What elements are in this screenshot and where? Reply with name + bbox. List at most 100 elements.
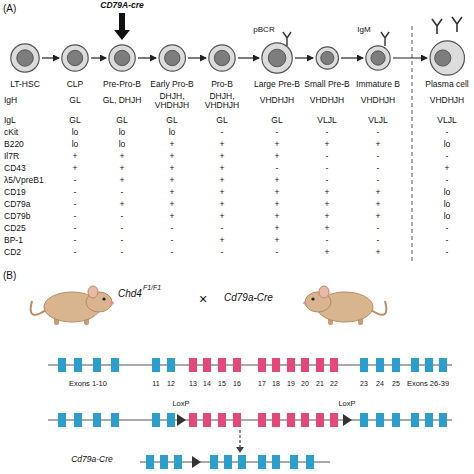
cell-nucleus bbox=[434, 50, 450, 66]
marker-name: IgL bbox=[4, 116, 16, 125]
annotation-label: (A) bbox=[3, 3, 16, 14]
gene-label: 22 bbox=[330, 380, 338, 388]
exon-box bbox=[306, 455, 314, 469]
table-cell: + bbox=[220, 236, 225, 245]
table-cell: + bbox=[170, 164, 175, 173]
cell-shape bbox=[108, 44, 136, 72]
gene-label: 15 bbox=[218, 380, 226, 388]
exon-box bbox=[146, 455, 154, 469]
cell-node: Immature B bbox=[356, 45, 400, 89]
table-cell: + bbox=[170, 140, 175, 149]
table-cell: - bbox=[446, 236, 449, 245]
table-cell: - bbox=[326, 128, 329, 137]
gene-label: (B) bbox=[3, 270, 16, 281]
marker-name: CD79b bbox=[4, 212, 30, 221]
cell-shape bbox=[365, 45, 391, 71]
stage-arrow bbox=[393, 57, 427, 58]
exon-box bbox=[287, 358, 295, 372]
marker-name: B220 bbox=[4, 140, 24, 149]
table-cell: GL bbox=[116, 116, 127, 125]
cell-node: CLP bbox=[61, 44, 89, 89]
igm-receptor bbox=[381, 32, 389, 46]
table-cell: - bbox=[74, 188, 77, 197]
table-cell: - bbox=[121, 224, 124, 233]
stage-arrow bbox=[188, 57, 206, 58]
table-cell: + bbox=[325, 248, 330, 257]
table-cell: - bbox=[446, 152, 449, 161]
table-cell: - bbox=[74, 224, 77, 233]
gene-label: Exons 26-39 bbox=[407, 380, 449, 388]
table-cell: + bbox=[376, 248, 381, 257]
table-cell: GL bbox=[216, 116, 227, 125]
exon-box bbox=[376, 413, 384, 427]
cell-membrane bbox=[366, 46, 390, 70]
exon-box bbox=[58, 413, 66, 427]
table-cell: + bbox=[376, 212, 381, 221]
gene-label: 16 bbox=[233, 380, 241, 388]
cell-nucleus bbox=[114, 50, 129, 65]
exon-box bbox=[189, 358, 197, 372]
stage-label: Small Pre-B bbox=[304, 80, 349, 89]
cell-node: LT-HSC bbox=[10, 43, 40, 89]
cell-node: Large Pre-B bbox=[254, 42, 300, 89]
table-cell: + bbox=[445, 164, 450, 173]
exon-box bbox=[224, 455, 232, 469]
gene-label: 19 bbox=[287, 380, 295, 388]
exon-box bbox=[167, 413, 175, 427]
exon-box bbox=[360, 358, 368, 372]
exon-box bbox=[218, 413, 226, 427]
table-cell: + bbox=[325, 212, 330, 221]
table-cell: + bbox=[325, 200, 330, 209]
stage-arrow bbox=[42, 57, 59, 58]
table-cell: lo bbox=[444, 188, 451, 197]
gene-label: 21 bbox=[316, 380, 324, 388]
gene-label: 13 bbox=[189, 380, 197, 388]
pre-bcr-receptor bbox=[283, 32, 291, 46]
exon-box bbox=[330, 413, 338, 427]
loxp-site bbox=[177, 414, 186, 426]
table-cell: - bbox=[171, 224, 174, 233]
cell-membrane bbox=[209, 45, 235, 71]
gene-line bbox=[140, 461, 330, 462]
table-cell: - bbox=[121, 188, 124, 197]
table-cell: - bbox=[221, 128, 224, 137]
table-cell: - bbox=[377, 236, 380, 245]
table-cell: + bbox=[275, 176, 280, 185]
table-cell: - bbox=[276, 164, 279, 173]
annotation-label: IgM bbox=[357, 26, 370, 35]
table-cell: + bbox=[376, 200, 381, 209]
table-cell: - bbox=[276, 128, 279, 137]
exon-box bbox=[238, 455, 246, 469]
gene-label: 18 bbox=[272, 380, 280, 388]
table-cell: - bbox=[446, 128, 449, 137]
cell-nucleus bbox=[67, 50, 82, 65]
table-cell: - bbox=[446, 224, 449, 233]
cell-shape bbox=[315, 46, 339, 70]
table-cell: - bbox=[276, 248, 279, 257]
table-cell: lo bbox=[119, 128, 126, 137]
exon-box bbox=[287, 413, 295, 427]
exon-box bbox=[160, 455, 168, 469]
cell-membrane bbox=[62, 45, 88, 71]
exon-box bbox=[203, 413, 211, 427]
table-cell: - bbox=[326, 152, 329, 161]
exon-box bbox=[152, 413, 160, 427]
gene-label: 11 bbox=[152, 380, 159, 388]
gene-label: Cd79a-Cre bbox=[71, 455, 113, 464]
cell-membrane bbox=[109, 45, 135, 71]
exon-box bbox=[174, 455, 182, 469]
table-cell: - bbox=[377, 176, 380, 185]
gene-label: LoxP bbox=[338, 400, 355, 408]
exon-box bbox=[189, 413, 197, 427]
table-cell: + bbox=[220, 200, 225, 209]
table-cell: lo bbox=[169, 128, 176, 137]
table-cell: + bbox=[170, 212, 175, 221]
exon-box bbox=[93, 413, 101, 427]
marker-name: IgH bbox=[4, 96, 17, 105]
secreted-antibodies bbox=[432, 17, 462, 34]
exon-box bbox=[167, 358, 175, 372]
marker-name: Il7R bbox=[4, 152, 19, 161]
table-cell: VLJL bbox=[437, 116, 456, 125]
marker-name: CD25 bbox=[4, 224, 26, 233]
cell-nucleus bbox=[268, 49, 286, 67]
